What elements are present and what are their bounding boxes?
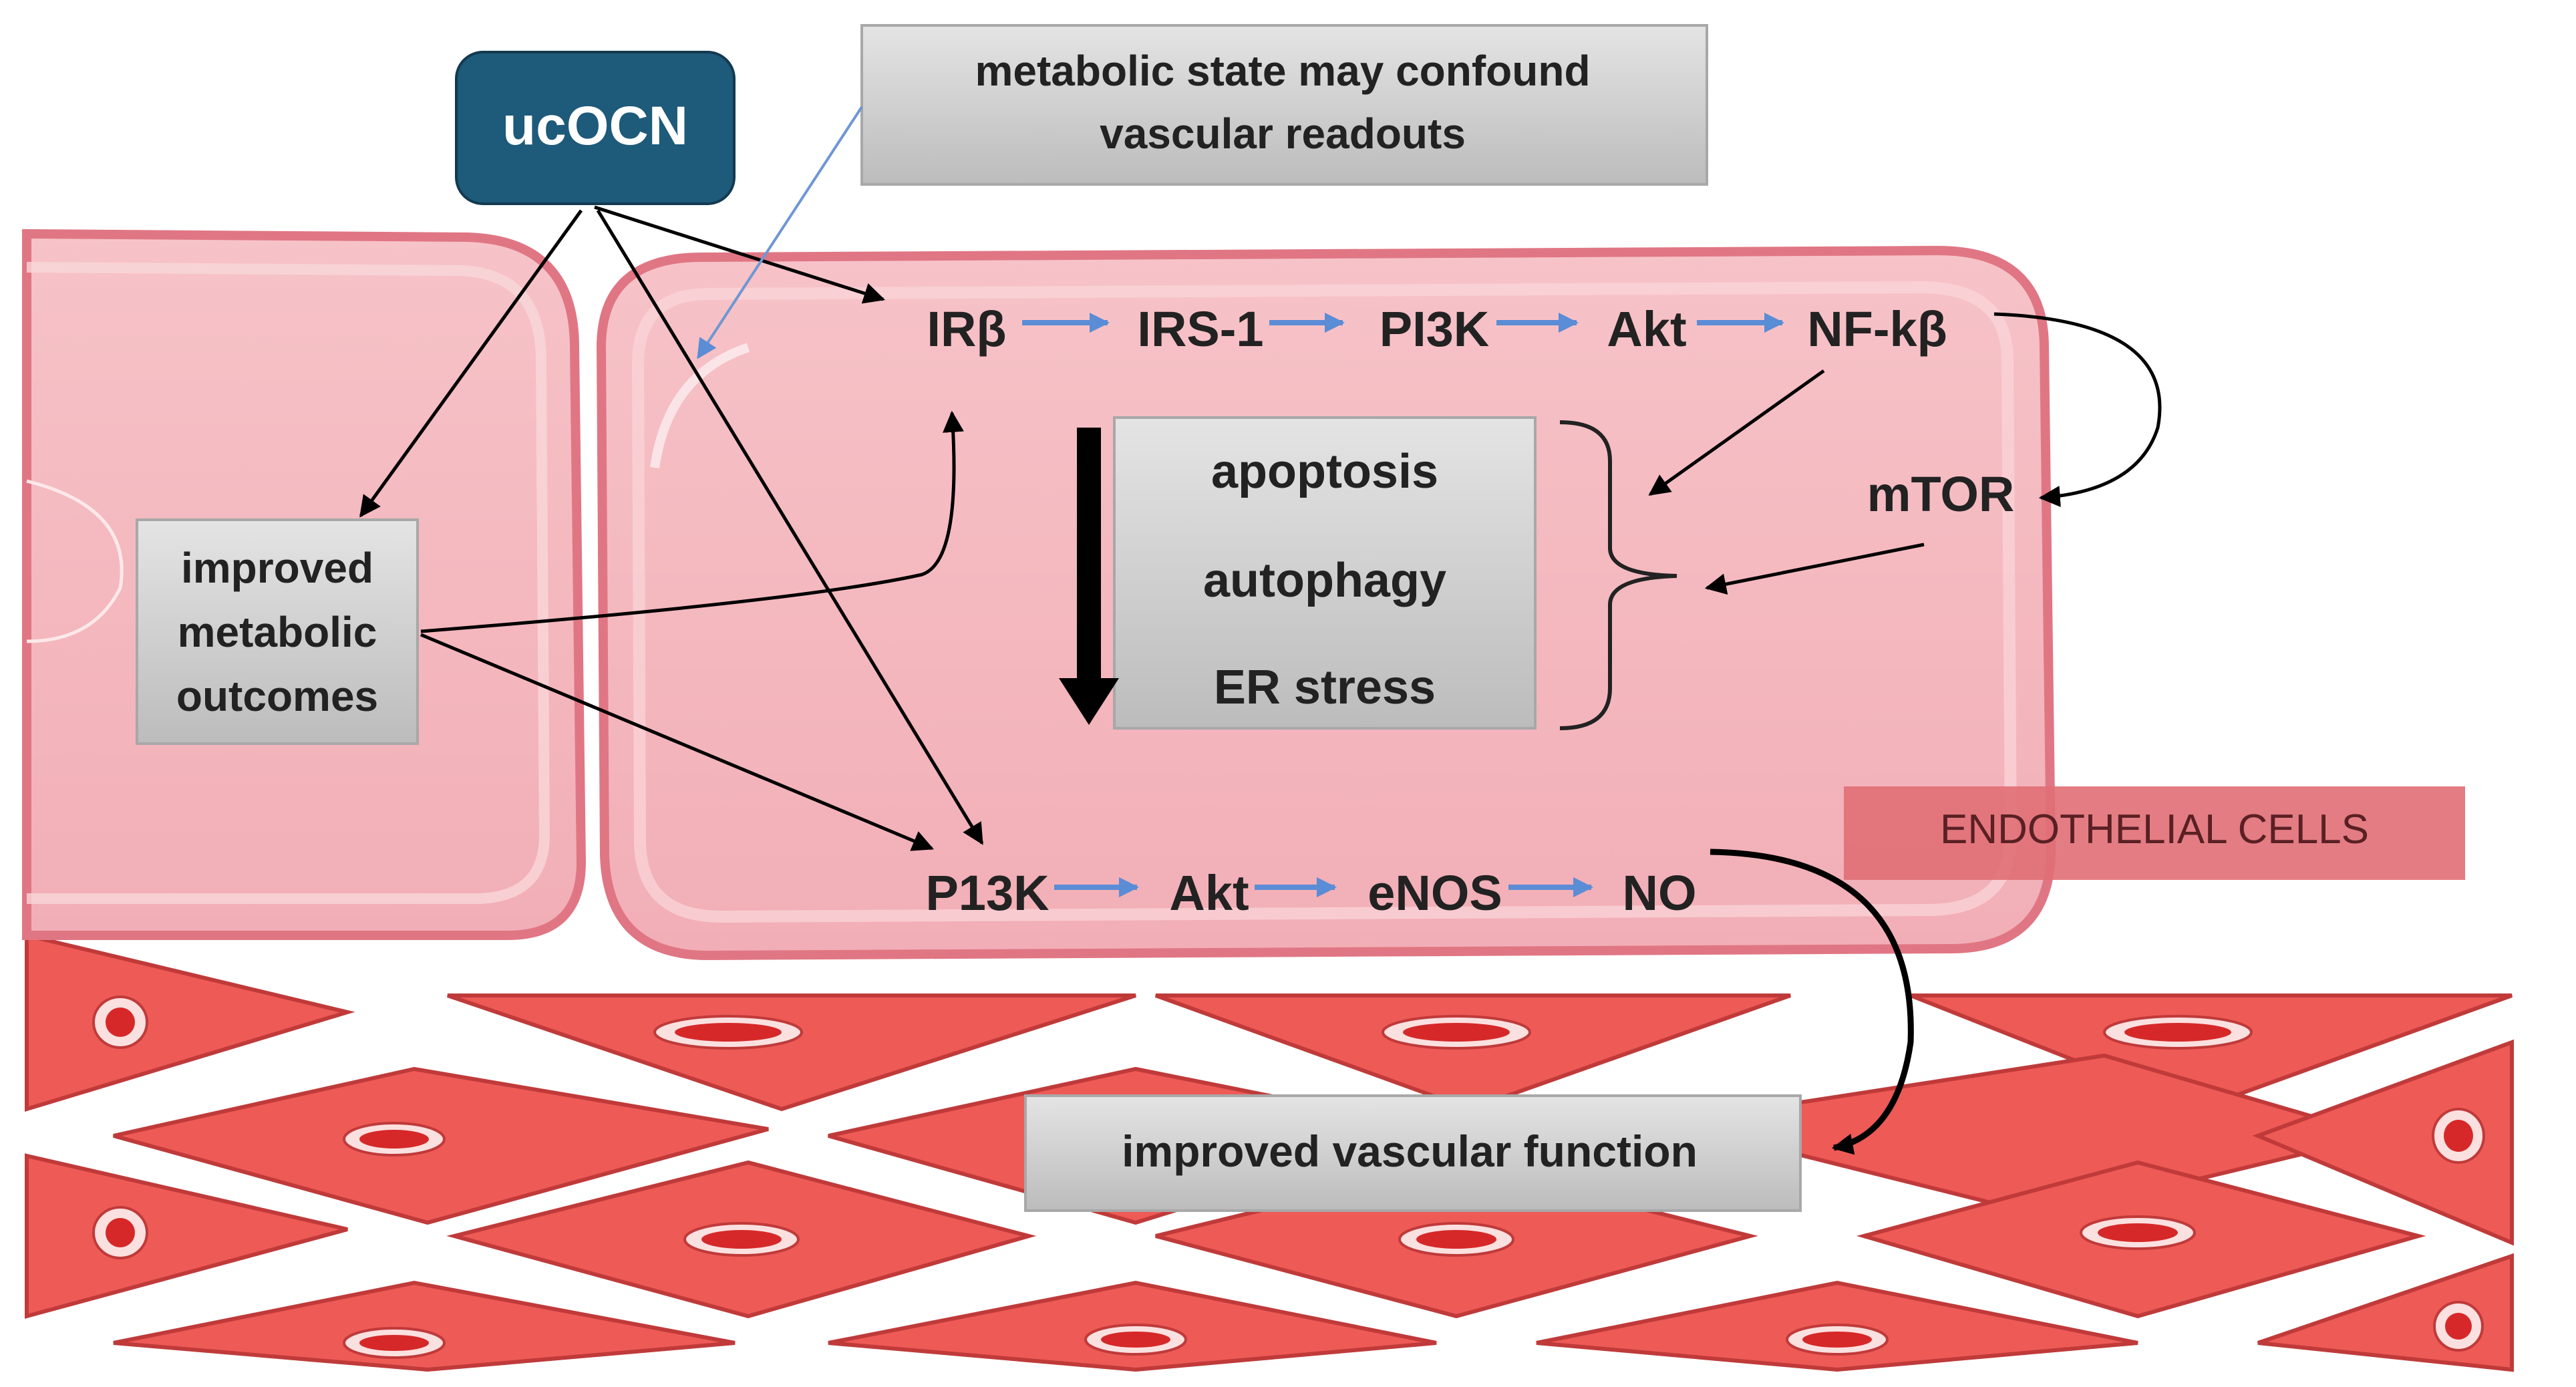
connector-arrows	[359, 106, 2162, 1155]
stress-item-er-stress: ER stress	[1214, 661, 1436, 714]
no-pathway-node-enos: eNOS	[1367, 865, 1502, 921]
arrow-ucocn-to-p13k	[596, 209, 984, 845]
smooth-muscle-cell	[1536, 1280, 2138, 1372]
metabolic-line-2: metabolic	[178, 608, 377, 656]
note-line-1: metabolic state may confound	[975, 47, 1590, 95]
metabolic-line-3: outcomes	[176, 672, 378, 720]
insulin-pathway: IRβ IRS-1 PI3K Akt NF-kβ	[927, 301, 1947, 357]
smooth-muscle-cell	[446, 1160, 1037, 1319]
arrow-note-to-cell	[697, 106, 863, 359]
downward-decrease-arrow	[1059, 428, 1119, 725]
ucocn-label: ucOCN	[502, 96, 688, 156]
smooth-muscle-cell	[1856, 1160, 2426, 1319]
pathway-node-irb: IRβ	[927, 301, 1006, 357]
arrow-ucocn-to-metabolic	[359, 209, 583, 518]
smooth-muscle-cell	[447, 993, 1136, 1112]
note-line-2: vascular readouts	[1100, 110, 1466, 158]
no-pathway-node-no: NO	[1623, 865, 1697, 921]
pathway-node-akt: Akt	[1607, 301, 1686, 357]
no-pathway-node-p13k: P13K	[925, 865, 1049, 921]
arrow-nfkb-to-bracket	[1648, 369, 1825, 496]
arrow-mtor-to-bracket	[1704, 543, 1925, 595]
pathway-node-pi3k: PI3K	[1380, 301, 1490, 357]
metabolic-outcomes-box: improved metabolic outcomes	[136, 518, 419, 745]
smooth-muscle-cell	[1909, 993, 2513, 1112]
smooth-muscle-cell	[25, 933, 355, 1112]
vascular-function-label: improved vascular function	[1122, 1126, 1698, 1176]
smooth-muscle-cell	[2257, 1253, 2514, 1372]
smooth-muscle-cell	[828, 1280, 1437, 1372]
stress-box: apoptosis autophagy ER stress	[1113, 416, 1537, 730]
pathway-node-irs1: IRS-1	[1137, 301, 1263, 357]
pathway-node-nfkb: NF-kβ	[1807, 301, 1947, 357]
arrow-nfkb-to-mtor	[1993, 312, 2162, 507]
smooth-muscle-cell	[113, 1066, 769, 1225]
endothelial-cells-label: ENDOTHELIAL CELLS	[1844, 786, 2465, 880]
smooth-muscle-cell	[113, 1280, 736, 1372]
arrow-metabolic-to-irb	[420, 410, 964, 633]
smooth-muscle-cell	[2252, 1039, 2514, 1246]
metabolic-line-1: improved	[181, 544, 373, 592]
stress-bracket	[1559, 420, 1677, 730]
stress-item-apoptosis: apoptosis	[1211, 445, 1438, 498]
endothelial-cells-text: ENDOTHELIAL CELLS	[1940, 806, 2369, 853]
stress-item-autophagy: autophagy	[1203, 554, 1446, 607]
mtor-label: mTOR	[1867, 466, 2015, 522]
arrow-ucocn-to-irb	[594, 205, 886, 304]
no-pathway-node-akt: Akt	[1169, 865, 1249, 921]
note-box: metabolic state may confound vascular re…	[860, 24, 1708, 186]
smooth-muscle-cell	[25, 1153, 348, 1319]
no-pathway: P13K Akt eNOS NO	[925, 865, 1696, 921]
ucocn-box: ucOCN	[455, 51, 736, 205]
smooth-muscle-cell	[1154, 993, 1792, 1112]
arrow-metabolic-to-p13k	[420, 633, 934, 851]
arrow-no-to-vascular	[1710, 849, 1914, 1155]
vascular-function-box: improved vascular function	[1024, 1094, 1802, 1212]
